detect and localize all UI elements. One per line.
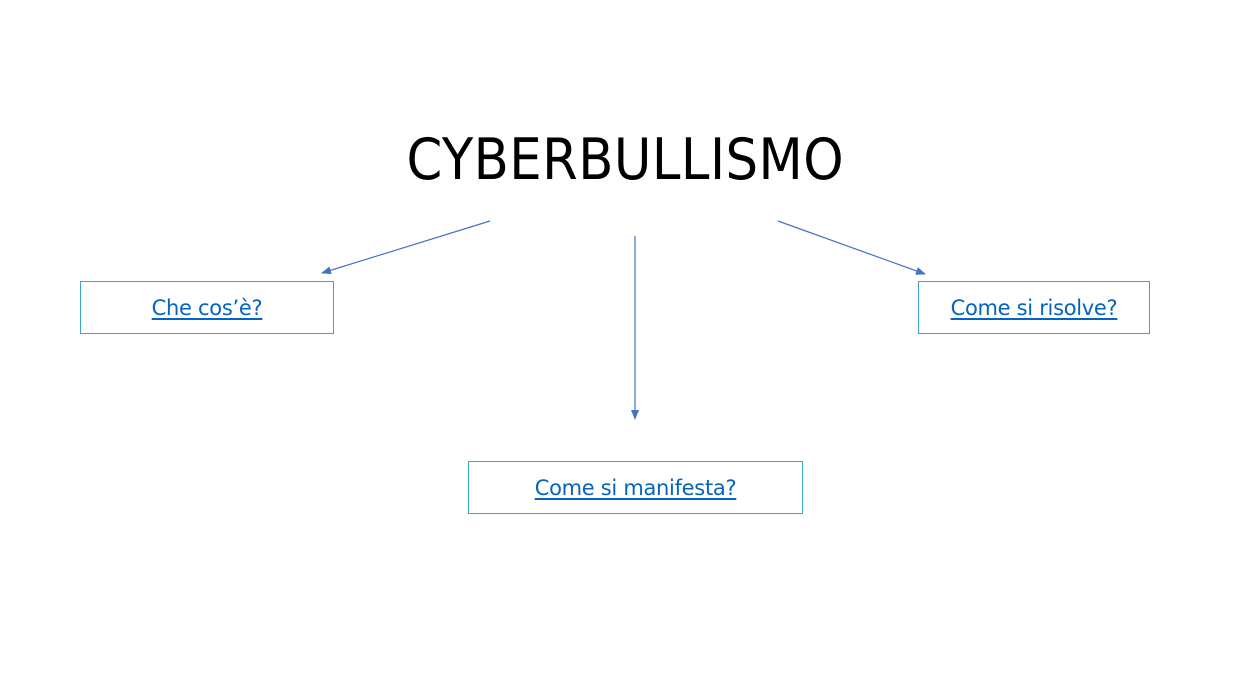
arrow-to-left-box xyxy=(321,220,491,275)
arrow-to-right-box xyxy=(777,220,926,275)
link-how-solved[interactable]: Come si risolve? xyxy=(950,295,1118,320)
box-what-is-it: Che cos’è? xyxy=(80,281,334,334)
link-how-manifests[interactable]: Come si manifesta? xyxy=(534,475,737,500)
box-how-solved: Come si risolve? xyxy=(918,281,1150,334)
slide-title: CYBERBULLISMO xyxy=(406,127,845,193)
box-how-manifests: Come si manifesta? xyxy=(468,461,803,514)
link-what-is-it[interactable]: Che cos’è? xyxy=(151,295,263,320)
